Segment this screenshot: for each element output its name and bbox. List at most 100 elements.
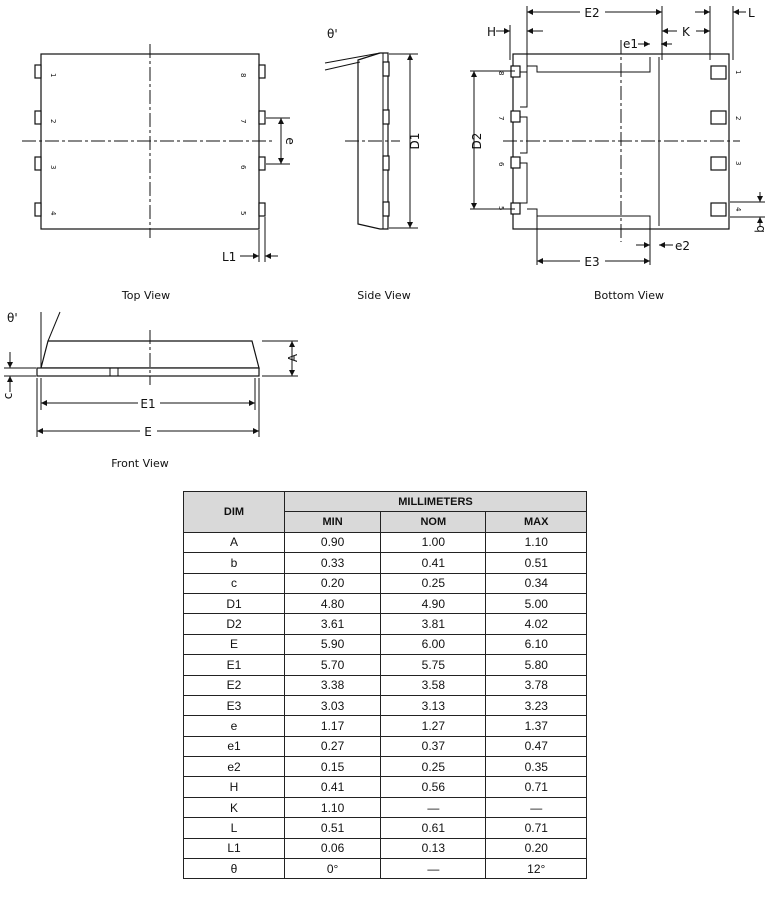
cell-max: 3.23 bbox=[485, 694, 587, 717]
cell-dim: E3 bbox=[183, 694, 285, 717]
top-view-pins bbox=[34, 64, 266, 217]
cell-dim: e1 bbox=[183, 735, 285, 758]
top-view-caption: Top View bbox=[121, 289, 170, 302]
cell-min: 3.61 bbox=[283, 613, 382, 635]
cell-nom: 3.13 bbox=[380, 694, 487, 717]
pin-label: 5 bbox=[497, 206, 505, 210]
cell-nom: 3.81 bbox=[380, 613, 487, 635]
cell-dim: θ bbox=[183, 858, 285, 880]
dim-D2-label: D2 bbox=[470, 133, 484, 150]
pin-label: 8 bbox=[497, 71, 505, 75]
pin-label: 5 bbox=[239, 211, 247, 215]
dim-header: DIM bbox=[183, 491, 285, 533]
front-view: A c E1 E θ' Front View bbox=[1, 311, 300, 470]
cell-dim: e bbox=[183, 715, 285, 737]
cell-min: 5.70 bbox=[283, 654, 382, 676]
pin-label: 1 bbox=[734, 70, 742, 74]
cell-min: 0.90 bbox=[283, 531, 382, 554]
pin-label: 4 bbox=[49, 211, 57, 216]
dim-c-label: c bbox=[1, 393, 15, 400]
cell-max: — bbox=[485, 796, 587, 819]
cell-nom: 5.75 bbox=[380, 654, 487, 676]
cell-max: 0.51 bbox=[485, 552, 587, 574]
cell-nom: 0.61 bbox=[380, 817, 487, 839]
cell-nom: — bbox=[380, 796, 487, 819]
cell-nom: 0.37 bbox=[380, 735, 487, 758]
cell-min: 0.15 bbox=[283, 756, 382, 778]
cell-dim: H bbox=[183, 776, 285, 798]
cell-nom: 1.00 bbox=[380, 531, 487, 554]
front-view-caption: Front View bbox=[111, 457, 168, 470]
cell-min: 3.38 bbox=[283, 674, 382, 696]
cell-min: 0° bbox=[283, 858, 382, 880]
dim-E-label: E bbox=[144, 425, 152, 439]
cell-max: 0.20 bbox=[485, 837, 587, 860]
cell-min: 1.17 bbox=[283, 715, 382, 737]
dim-e1-label: e1 bbox=[623, 37, 638, 51]
cell-nom: 0.56 bbox=[380, 776, 487, 798]
pin-label: 4 bbox=[734, 207, 742, 212]
cell-max: 12° bbox=[485, 858, 587, 880]
cell-min: 0.20 bbox=[283, 572, 382, 594]
cell-dim: E1 bbox=[183, 654, 285, 676]
cell-max: 1.37 bbox=[485, 715, 587, 737]
dim-E1-label: E1 bbox=[140, 397, 155, 411]
cell-nom: 0.13 bbox=[380, 837, 487, 860]
cell-nom: 0.41 bbox=[380, 552, 487, 574]
dim-E3-label: E3 bbox=[584, 255, 599, 269]
cell-dim: D2 bbox=[183, 613, 285, 635]
dim-b-label: b bbox=[753, 225, 767, 233]
pin-label: 7 bbox=[497, 116, 505, 120]
cell-dim: L bbox=[183, 817, 285, 839]
dim-A-label: A bbox=[286, 353, 300, 362]
dim-e2-label: e2 bbox=[675, 239, 690, 253]
pin-label: 3 bbox=[734, 161, 742, 165]
cell-min: 0.51 bbox=[283, 817, 382, 839]
bottom-view: 8 7 6 5 1 2 3 4 E2 H K L e1 D2 b bbox=[470, 6, 767, 302]
cell-min: 0.27 bbox=[283, 735, 382, 758]
cell-dim: c bbox=[183, 572, 285, 594]
cell-min: 5.90 bbox=[283, 633, 382, 656]
cell-nom: — bbox=[380, 858, 487, 880]
cell-max: 6.10 bbox=[485, 633, 587, 656]
cell-nom: 0.25 bbox=[380, 572, 487, 594]
cell-max: 1.10 bbox=[485, 531, 587, 554]
dim-E2-label: E2 bbox=[584, 6, 599, 20]
cell-dim: D1 bbox=[183, 592, 285, 615]
pin-label: 2 bbox=[49, 119, 57, 123]
cell-dim: L1 bbox=[183, 837, 285, 860]
dim-H-label: H bbox=[487, 25, 496, 39]
pin-label: 1 bbox=[49, 73, 57, 77]
cell-max: 0.71 bbox=[485, 776, 587, 798]
pin-label: 7 bbox=[239, 119, 247, 123]
package-drawing: 1 2 3 4 8 7 6 5 e L1 Top View D1 θ' Side… bbox=[1, 6, 767, 470]
top-view: 1 2 3 4 8 7 6 5 e L1 Top View bbox=[22, 44, 297, 302]
dim-K-label: K bbox=[682, 25, 691, 39]
nom-header: NOM bbox=[380, 511, 487, 533]
side-view-caption: Side View bbox=[357, 289, 410, 302]
cell-min: 1.10 bbox=[283, 796, 382, 819]
dim-L-label: L bbox=[748, 6, 755, 20]
min-header: MIN bbox=[283, 511, 382, 533]
cell-min: 0.33 bbox=[283, 552, 382, 574]
millimeters-header: MILLIMETERS bbox=[284, 490, 587, 513]
cell-min: 3.03 bbox=[283, 694, 382, 717]
pin-label: 8 bbox=[239, 73, 247, 77]
